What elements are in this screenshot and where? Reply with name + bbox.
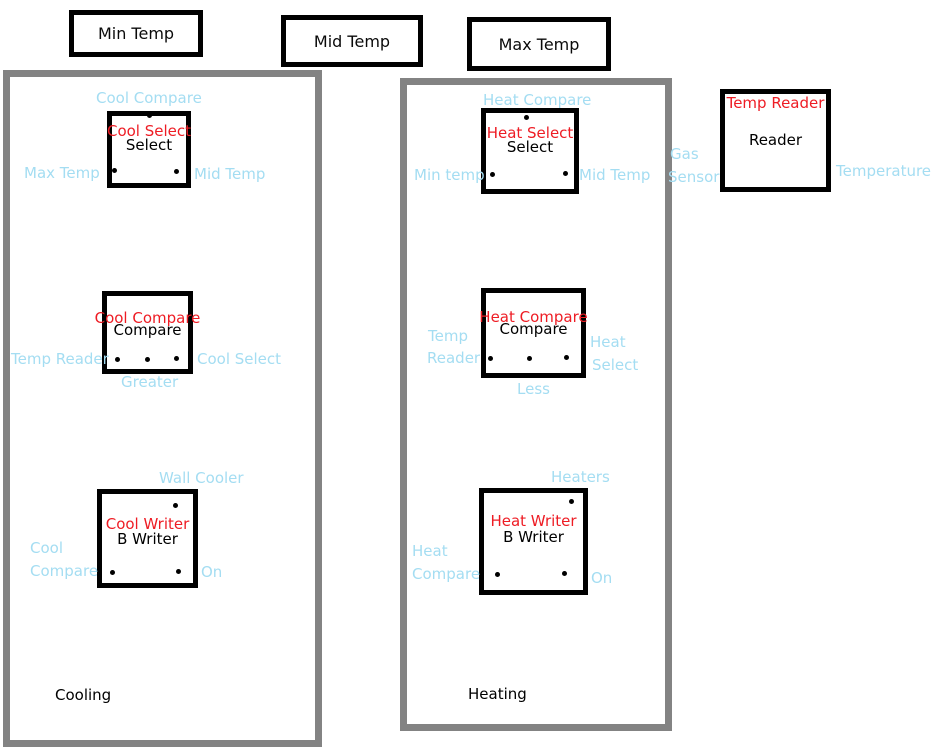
- temp-reader-right-label: Temperature: [836, 162, 931, 180]
- cool-writer-name: B Writer: [117, 530, 178, 548]
- cool-select-name: Select: [125, 136, 173, 154]
- mid-temp-box: Mid Temp: [281, 15, 423, 67]
- cool-select-red-label: Cool Select: [106, 122, 192, 140]
- temp-reader-block: Temp Reader Reader: [720, 89, 831, 192]
- heat-compare-red-label: Heat Compare: [479, 308, 588, 326]
- heat-writer-name: B Writer: [503, 528, 564, 546]
- cool-compare-right-label: Cool Select: [197, 350, 282, 368]
- max-temp-label: Max Temp: [498, 34, 580, 54]
- temp-reader-left-label-1: Gas: [670, 145, 699, 163]
- heat-compare-below-label: Less: [517, 380, 550, 398]
- port-dot: [112, 168, 117, 173]
- cooling-zone-title: Cooling: [55, 686, 112, 704]
- cool-select-right-label: Mid Temp: [194, 165, 266, 183]
- heating-zone-title: Heating: [468, 685, 527, 703]
- port-dot: [527, 356, 532, 361]
- heat-writer-block: Heat Writer B Writer: [479, 488, 588, 595]
- cool-writer-left-label-1: Cool: [30, 539, 63, 557]
- port-dot: [563, 171, 568, 176]
- port-dot: [147, 113, 152, 118]
- port-dot: [564, 355, 569, 360]
- heat-writer-left-label-2: Compare: [412, 565, 481, 583]
- cool-compare-below-label: Greater: [121, 373, 179, 391]
- heat-compare-name: Compare: [499, 320, 568, 338]
- heat-writer-above-label: Heaters: [551, 468, 610, 486]
- cool-writer-red-label: Cool Writer: [105, 515, 190, 533]
- heat-writer-left-label-1: Heat: [412, 542, 448, 560]
- cool-writer-right-label: On: [201, 563, 223, 581]
- temp-reader-red-label: Temp Reader: [726, 94, 825, 112]
- max-temp-box: Max Temp: [467, 17, 611, 71]
- heat-compare-left-label-2: Reader: [427, 349, 481, 367]
- port-dot: [173, 503, 178, 508]
- cool-compare-left-label: Temp Reader: [11, 350, 109, 368]
- port-dot: [569, 499, 574, 504]
- port-dot: [524, 115, 529, 120]
- heat-compare-right-label-1: Heat: [590, 333, 626, 351]
- cool-select-block: Cool Select Select: [107, 111, 191, 188]
- heat-select-above-label: Heat Compare: [483, 91, 592, 109]
- heat-select-block: Heat Select Select: [481, 108, 579, 194]
- port-dot: [488, 356, 493, 361]
- temp-reader-left-label-2: Sensor: [668, 168, 720, 186]
- port-dot: [562, 571, 567, 576]
- heat-compare-left-label-1: Temp: [428, 327, 468, 345]
- cool-compare-red-label: Cool Compare: [94, 309, 201, 327]
- port-dot: [490, 172, 495, 177]
- heat-compare-right-label-2: Select: [592, 356, 639, 374]
- cool-select-left-label: Max Temp: [24, 164, 100, 182]
- port-dot: [174, 356, 179, 361]
- heat-select-red-label: Heat Select: [486, 124, 574, 142]
- heat-compare-block: Heat Compare Compare: [479, 288, 588, 378]
- port-dot: [495, 572, 500, 577]
- min-temp-box: Min Temp: [69, 10, 203, 57]
- cool-compare-name: Compare: [113, 321, 182, 339]
- port-dot: [115, 357, 120, 362]
- min-temp-label: Min Temp: [97, 24, 175, 43]
- temp-reader-name: Reader: [748, 131, 803, 149]
- port-dot: [176, 569, 181, 574]
- cool-writer-above-label: Wall Cooler: [159, 469, 244, 487]
- heat-select-right-label: Mid Temp: [579, 166, 651, 184]
- heat-select-name: Select: [506, 138, 554, 156]
- cool-writer-left-label-2: Compare: [30, 562, 99, 580]
- port-dot: [174, 169, 179, 174]
- port-dot: [110, 570, 115, 575]
- heat-select-left-label: Min temp: [414, 166, 485, 184]
- mid-temp-label: Mid Temp: [313, 31, 391, 51]
- port-dot: [145, 357, 150, 362]
- heat-writer-red-label: Heat Writer: [490, 512, 577, 530]
- heat-writer-right-label: On: [591, 569, 613, 587]
- cool-select-above-label: Cool Compare: [96, 89, 202, 107]
